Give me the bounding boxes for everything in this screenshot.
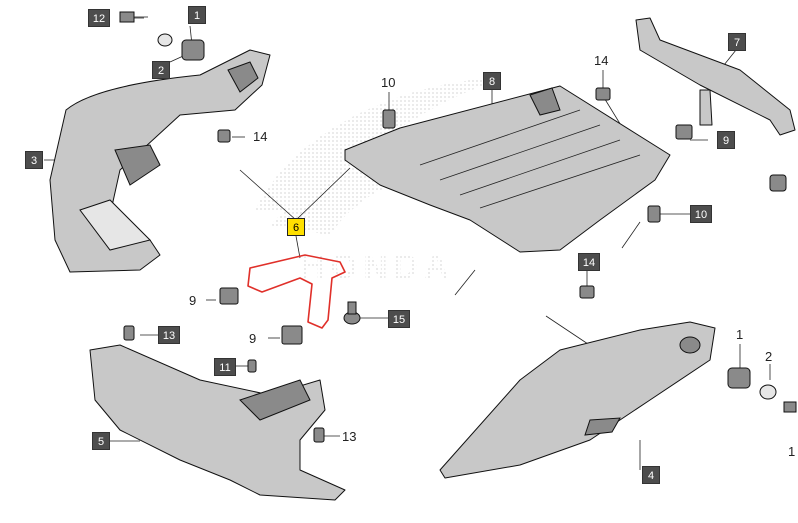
callout-1-edge: 1 bbox=[788, 444, 796, 459]
callout-10-top: 10 bbox=[381, 75, 396, 90]
callout-9-middle: 9 bbox=[249, 331, 257, 346]
part-4-lower-cover bbox=[439, 321, 716, 479]
callout-8: 8 bbox=[483, 72, 501, 90]
callout-7: 7 bbox=[728, 33, 746, 51]
part-10-bolts bbox=[382, 109, 661, 223]
part-8-tray bbox=[344, 85, 671, 253]
callout-4: 4 bbox=[642, 466, 660, 484]
part-14-clip-middle bbox=[579, 285, 595, 299]
callout-3: 3 bbox=[25, 151, 43, 169]
part-9-clips bbox=[219, 124, 693, 345]
callout-14-middle: 14 bbox=[578, 253, 600, 271]
callout-2-right: 2 bbox=[765, 349, 773, 364]
callout-14-right: 14 bbox=[594, 53, 609, 68]
callout-9-left: 9 bbox=[189, 293, 197, 308]
small-clips-13-11 bbox=[123, 325, 325, 443]
part-5-lower-fairing bbox=[89, 344, 346, 501]
part-14-clip-right bbox=[595, 87, 611, 101]
watermark-text: HONDA bbox=[300, 248, 455, 286]
callout-2-top: 2 bbox=[152, 61, 170, 79]
callout-1-right: 1 bbox=[736, 327, 744, 342]
callout-11: 11 bbox=[214, 358, 236, 376]
top-fasteners bbox=[119, 11, 205, 61]
callout-9-right: 9 bbox=[717, 131, 735, 149]
callout-1-top: 1 bbox=[188, 6, 206, 24]
part-14-clip-left bbox=[217, 129, 231, 143]
callout-12: 12 bbox=[88, 9, 110, 27]
part-3-front-cover bbox=[49, 49, 271, 273]
callout-15: 15 bbox=[388, 310, 410, 328]
callout-6-highlight: 6 bbox=[287, 218, 305, 236]
part-15-bolt bbox=[343, 301, 361, 325]
right-fasteners bbox=[727, 367, 797, 413]
callout-13-bottom: 13 bbox=[342, 429, 357, 444]
part-7-bracket bbox=[635, 17, 796, 192]
callout-10-right: 10 bbox=[690, 205, 712, 223]
callout-5: 5 bbox=[92, 432, 110, 450]
part-6-stay-highlighted bbox=[247, 254, 346, 329]
callout-14-left: 14 bbox=[253, 129, 268, 144]
callout-13-top: 13 bbox=[158, 326, 180, 344]
